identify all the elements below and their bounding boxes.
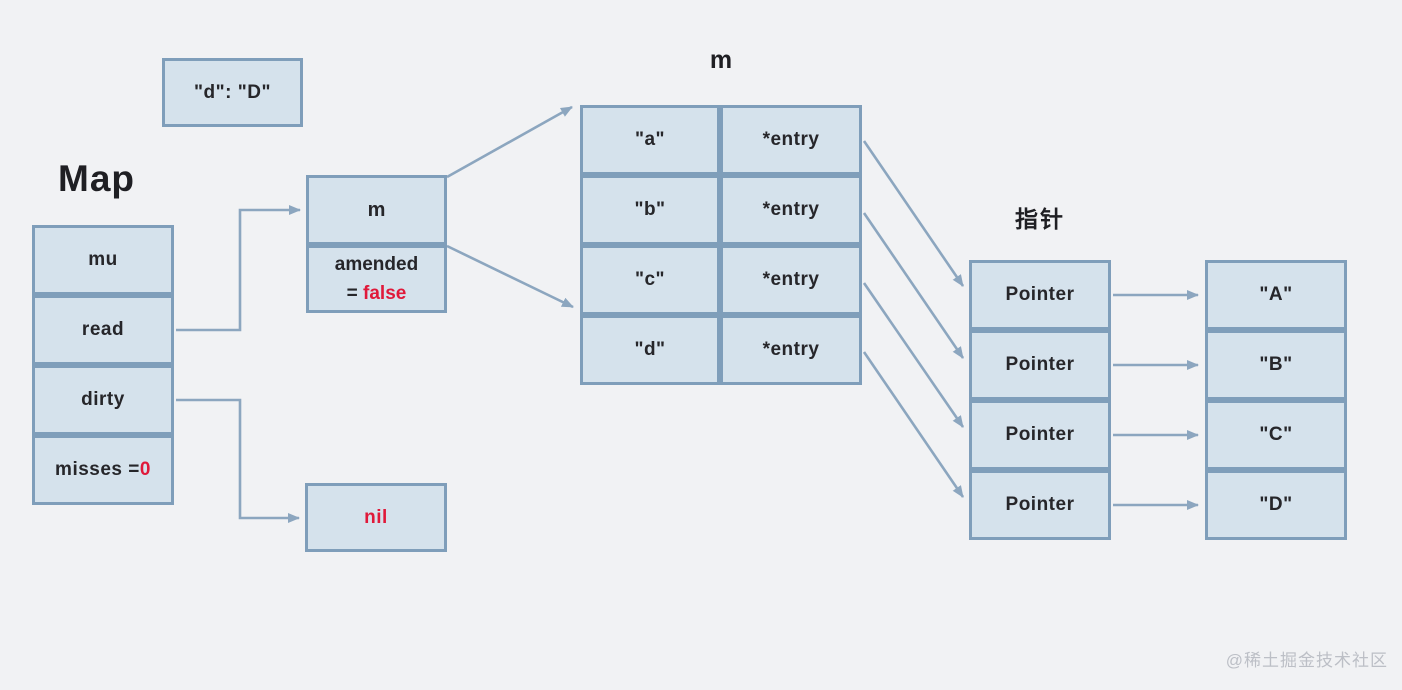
value-box-c: "C": [1205, 400, 1347, 470]
entry-a-label: *entry: [762, 129, 820, 150]
pointer-box-4: Pointer: [969, 470, 1111, 540]
map-field-dirty: dirty: [32, 365, 174, 435]
kv-input-label: "d": "D": [194, 81, 271, 103]
arrow-read-to-m: [176, 205, 301, 332]
arrow-entry-a-to-pointer-1: [862, 140, 965, 287]
pointer-1-label: Pointer: [1005, 284, 1075, 305]
key-c-label: "c": [634, 269, 666, 290]
map-field-misses-value: 0: [139, 459, 151, 480]
pointer-stack: Pointer Pointer Pointer Pointer: [969, 260, 1111, 540]
arrow-m-to-row-a: [446, 105, 573, 179]
arrow-entry-d-to-pointer-4: [862, 351, 965, 498]
map-field-misses-label: misses =: [55, 459, 140, 480]
m-table-key-b: "b": [580, 175, 720, 245]
nil-box: nil: [305, 483, 447, 552]
m-table-key-d: "d": [580, 315, 720, 385]
m-table-key-a: "a": [580, 105, 720, 175]
value-stack: "A" "B" "C" "D": [1205, 260, 1347, 540]
read-struct-m-label: m: [367, 198, 386, 221]
m-table-entry-d: *entry: [720, 315, 862, 385]
kv-input-box: "d": "D": [162, 58, 303, 127]
map-struct-stack: mu read dirty misses = 0: [32, 225, 174, 505]
m-table-entry-c: *entry: [720, 245, 862, 315]
arrow-dirty-to-nil: [176, 398, 300, 523]
m-table-title: m: [709, 46, 733, 74]
entry-c-label: *entry: [762, 269, 820, 290]
map-title: Map: [58, 158, 135, 199]
pointer-4-label: Pointer: [1005, 494, 1075, 515]
m-table-key-c: "c": [580, 245, 720, 315]
arrow-m-to-row-d: [446, 244, 574, 309]
map-field-misses: misses = 0: [32, 435, 174, 505]
arrow-entry-b-to-pointer-2: [862, 212, 965, 359]
entry-d-label: *entry: [762, 339, 820, 360]
key-d-label: "d": [634, 339, 666, 360]
value-box-a: "A": [1205, 260, 1347, 330]
m-table-entry-a: *entry: [720, 105, 862, 175]
pointer-3-label: Pointer: [1005, 424, 1075, 445]
pointer-box-1: Pointer: [969, 260, 1111, 330]
map-field-read: read: [32, 295, 174, 365]
read-struct-box: m amended = false: [306, 175, 447, 313]
arrow-entry-c-to-pointer-3: [862, 282, 965, 428]
value-box-d: "D": [1205, 470, 1347, 540]
amended-value-line: = false: [347, 279, 407, 308]
value-c-label: "C": [1259, 424, 1293, 445]
watermark: @稀土掘金技术社区: [1225, 651, 1388, 670]
pointers-title: 指针: [1015, 206, 1065, 232]
nil-label: nil: [364, 506, 388, 528]
pointer-2-label: Pointer: [1005, 354, 1075, 375]
m-table: "a" *entry "b" *entry "c" *entry "d" *en…: [580, 105, 862, 385]
map-field-read-label: read: [81, 319, 125, 340]
entry-b-label: *entry: [762, 199, 820, 220]
amended-label: amended: [334, 253, 419, 275]
value-a-label: "A": [1259, 284, 1293, 305]
key-a-label: "a": [634, 129, 666, 150]
pointer-box-3: Pointer: [969, 400, 1111, 470]
read-struct-amended-row: amended = false: [306, 245, 447, 313]
m-table-entry-b: *entry: [720, 175, 862, 245]
amended-equals: =: [346, 283, 364, 304]
value-b-label: "B": [1259, 354, 1293, 375]
map-field-dirty-label: dirty: [81, 389, 125, 410]
value-box-b: "B": [1205, 330, 1347, 400]
map-field-mu: mu: [32, 225, 174, 295]
read-struct-m-row: m: [306, 175, 447, 245]
pointer-box-2: Pointer: [969, 330, 1111, 400]
map-field-mu-label: mu: [88, 249, 118, 270]
amended-value: false: [363, 283, 407, 304]
key-b-label: "b": [634, 199, 666, 220]
value-d-label: "D": [1259, 494, 1293, 515]
